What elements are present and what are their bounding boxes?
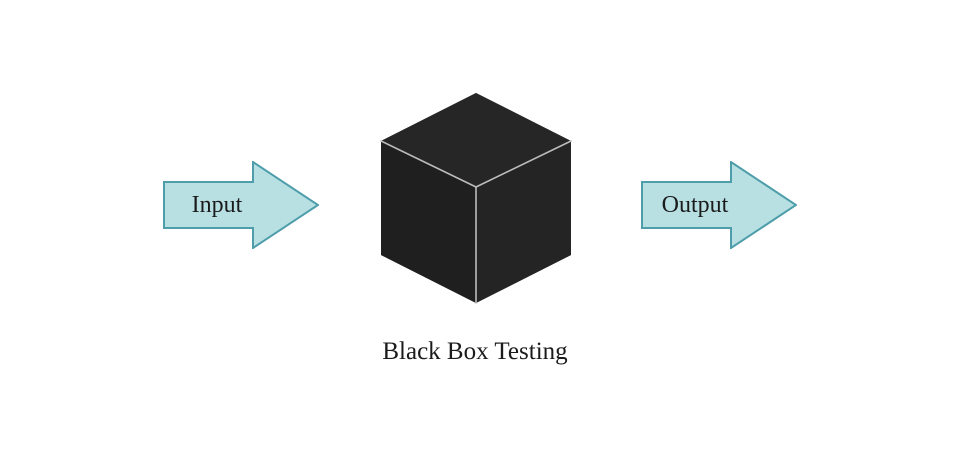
input-arrow-label: Input [191,191,243,218]
diagram-caption: Black Box Testing [382,338,568,365]
right-arrow-icon [641,161,797,249]
output-arrow: Output [641,161,797,249]
output-arrow-label: Output [661,191,729,218]
right-arrow-icon [163,161,319,249]
input-arrow: Input [163,161,319,249]
black-box-cube-icon [380,93,572,304]
